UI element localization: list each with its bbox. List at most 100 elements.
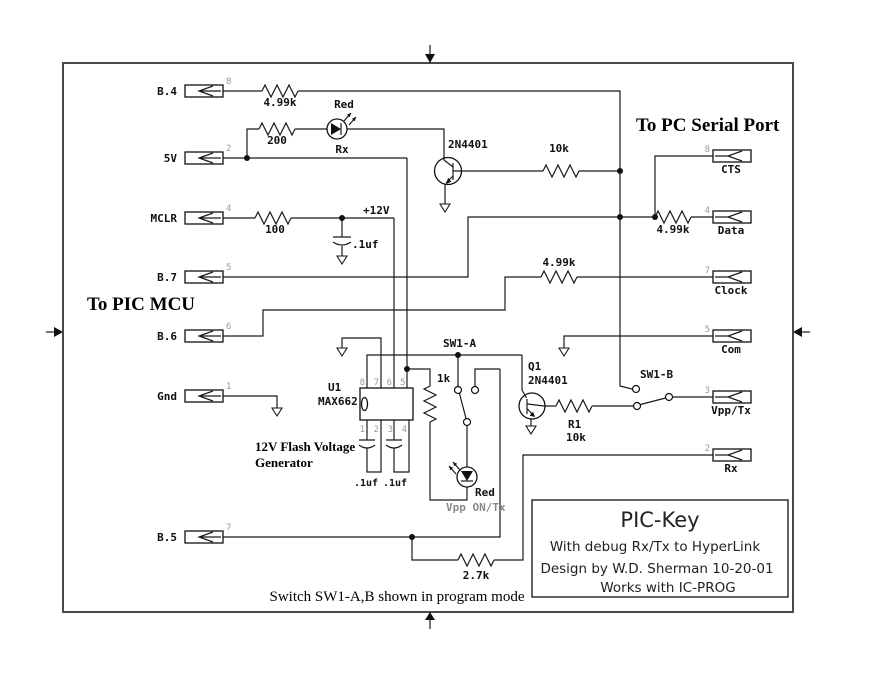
title-box-line1: With debug Rx/Tx to HyperLink [550, 539, 760, 555]
right-arrow-icon [793, 327, 802, 337]
connector-arrow-icon [197, 212, 221, 224]
connector-pin-number: 8 [226, 77, 231, 87]
connector-arrow-icon [197, 531, 221, 543]
net-com [563, 335, 713, 348]
switch-contact [453, 385, 463, 395]
led-emission-arrow-icon [449, 462, 458, 471]
connector-vpp-tx: Vpp/Tx 3 [705, 386, 752, 417]
connector-label: 5V [164, 152, 178, 165]
connector-mclr: MCLR 4 [151, 204, 232, 225]
connector-arrow-icon [715, 211, 743, 223]
led-color: Red [475, 486, 495, 499]
connector-arrow-icon [715, 391, 743, 403]
switch-label: SW1-B [640, 368, 673, 381]
transistor-internals [526, 399, 545, 417]
ground-icon [336, 347, 348, 358]
led-vpp [448, 461, 478, 488]
connector-body [712, 210, 752, 224]
wires [223, 90, 713, 561]
connector-label: Vpp/Tx [711, 404, 751, 417]
resistor-symbols [254, 83, 692, 568]
resistor-100 [254, 210, 292, 226]
resistor-value: 4.99k [263, 96, 296, 109]
resistor-4-99k-b4 [261, 83, 299, 99]
ic-pin-number: 7 [374, 378, 379, 388]
transistor-ref: Q1 [528, 360, 542, 373]
connector-b4: B.4 8 [157, 77, 231, 98]
serial-port-header: To PC Serial Port [636, 115, 780, 136]
led-triangle [331, 123, 341, 135]
schematic-border [62, 62, 794, 613]
switch-sw1b [631, 384, 674, 411]
left-arrow-icon [54, 327, 63, 337]
junction-dot [409, 534, 415, 540]
title-box-line2: Design by W.D. Sherman 10-20-01 [540, 561, 773, 577]
connector-pin-number: 5 [705, 325, 710, 335]
emitter-arrow-icon [446, 177, 452, 184]
connector-pin-number: 1 [226, 382, 231, 392]
resistor-value: 4.99k [656, 223, 689, 236]
junction-dot [617, 214, 623, 220]
net-cts [654, 155, 713, 217]
connector-pin-number: 3 [705, 386, 710, 396]
switch-contact [470, 385, 480, 395]
connector-label: CTS [721, 163, 741, 176]
connector-arrow-icon [197, 271, 221, 283]
connector-body [712, 390, 752, 404]
junction-dot [404, 366, 410, 372]
flash-voltage-note-line2: Generator [255, 455, 313, 470]
connector-5v: 5V 2 [164, 144, 232, 165]
switch-contact [632, 401, 642, 411]
title-box-border [531, 499, 789, 598]
connector-arrow-icon [197, 85, 221, 97]
connector-pin-number: 4 [705, 206, 710, 216]
title-box-title: PIC-Key [620, 508, 699, 532]
junction-dot [617, 168, 623, 174]
title-box: PIC-Key With debug Rx/Tx to HyperLink De… [531, 499, 789, 598]
resistor-ref: R1 [568, 418, 582, 431]
capacitor-value: .1uf [354, 478, 378, 489]
resistor-value: 4.99k [542, 256, 575, 269]
title-box-line3: Works with IC-PROG [600, 580, 735, 596]
connector-arrow-icon [715, 449, 743, 461]
connector-body [712, 329, 752, 343]
junction-dot [244, 155, 250, 161]
capacitor-mclr [332, 236, 352, 246]
led-emission-arrow-icon [346, 113, 356, 122]
ic-pin-number: 6 [387, 378, 392, 388]
led-body [326, 118, 348, 140]
net-b7-data [223, 216, 713, 278]
net-b4 [223, 90, 633, 390]
flash-voltage-note-line1: 12V Flash Voltage [255, 439, 355, 454]
connector-com: Com 5 [705, 325, 752, 356]
connector-label: MCLR [151, 212, 178, 225]
connector-body [712, 270, 752, 284]
switch-lever [640, 397, 666, 406]
connector-gnd: Gnd 1 [157, 382, 231, 403]
ic-bottom-caps [358, 420, 410, 473]
connector-pin-number: 2 [705, 444, 710, 454]
net-sw1a-stubs [429, 355, 500, 501]
connector-arrow-icon [715, 330, 743, 342]
ground-icon [439, 203, 451, 214]
led-name: Rx [335, 143, 349, 156]
connector-pin-number: 8 [705, 145, 710, 155]
ic-pin-number: 2 [374, 425, 379, 435]
connector-pin-number: 4 [226, 204, 231, 214]
ground-icon [525, 425, 537, 436]
ic-pin-number: 5 [400, 378, 405, 388]
ic-part: MAX662 [318, 395, 358, 408]
net-b5-rx [223, 369, 713, 561]
connector-b6: B.6 6 [157, 322, 231, 343]
transistor-part: 2N4401 [528, 374, 568, 387]
resistor-value: 200 [267, 134, 287, 147]
resistor-value: 2.7k [463, 569, 490, 582]
connector-pin-number: 6 [226, 322, 231, 332]
ic-u1-max662: 8 7 6 5 1 2 3 4 [358, 378, 414, 473]
ground-icon [271, 407, 283, 418]
net-b6-clock [223, 276, 713, 337]
ground-icon [558, 347, 570, 358]
connector-label: Clock [714, 284, 747, 297]
ic-pin-number: 3 [388, 425, 393, 435]
